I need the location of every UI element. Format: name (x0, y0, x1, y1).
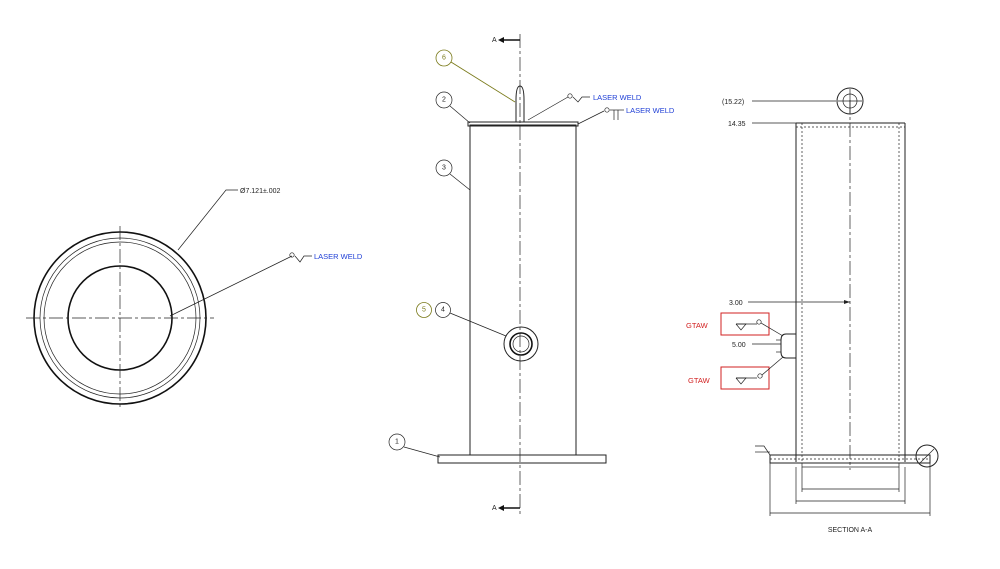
gtaw-weld-symbol-1 (735, 323, 747, 331)
balloon-2-leader (449, 105, 471, 124)
balloon-2 (435, 91, 453, 109)
gtaw-label-2: GTAW (688, 376, 711, 385)
gtaw-leader-1 (760, 322, 784, 337)
dim-arrow-300 (844, 300, 850, 304)
weld-label-top-view: LASER WELD (314, 252, 363, 261)
balloon-4-leader (449, 312, 507, 337)
dim-second: 14.35 (728, 121, 746, 128)
top-ring-outer (836, 87, 864, 115)
laser-weld-leader-right (577, 110, 605, 125)
balloon-3 (435, 159, 453, 177)
balloon-4 (435, 302, 451, 318)
fillet-weld-symbol-top (572, 96, 590, 103)
section-arrowhead-top (498, 37, 504, 43)
top-view: Ø7.121±.002 LASER WELD (26, 188, 363, 410)
laser-weld-label-top: LASER WELD (593, 93, 642, 102)
gtaw-leader-2 (761, 356, 784, 376)
base-detail-circle (915, 444, 939, 468)
base-recess (801, 462, 900, 468)
laser-weld-label-right: LASER WELD (626, 106, 675, 115)
fillet-weld-symbol (294, 255, 312, 263)
dim-500: 5.00 (732, 342, 746, 349)
gtaw-weld-symbol-2 (735, 377, 747, 385)
weld-all-around-symbol (289, 252, 295, 258)
base-plate (437, 454, 607, 464)
section-title: SECTION A-A (828, 527, 873, 534)
gtaw-label-1: GTAW (686, 321, 709, 330)
balloon-4-label: 4 (441, 307, 445, 314)
side-port-inner (509, 332, 533, 356)
laser-weld-leader-top (527, 96, 569, 121)
section-mark-top: A (492, 37, 497, 44)
balloon-1-leader (403, 446, 441, 458)
diameter-leader (177, 189, 238, 251)
dim-top: (15.22) (722, 99, 744, 106)
side-port-outer (503, 326, 539, 362)
balloon-3-label: 3 (442, 165, 446, 172)
balloon-6 (435, 49, 453, 67)
front-view: A A 6 2 3 5 4 1 (388, 34, 675, 514)
weld-all-around-symbol-right (604, 107, 610, 113)
balloon-1 (388, 433, 406, 451)
balloon-5 (416, 302, 432, 318)
top-stem (515, 85, 525, 122)
balloon-3-leader (449, 173, 471, 191)
section-mark-bottom: A (492, 505, 497, 512)
weld-leader (169, 255, 293, 317)
balloon-2-label: 2 (442, 97, 446, 104)
balloon-1-label: 1 (395, 439, 399, 446)
weld-all-around-symbol-top (567, 93, 573, 99)
dim-300: 3.00 (729, 300, 743, 307)
side-port-bore (512, 335, 530, 353)
base-left-detail (755, 445, 771, 456)
diameter-callout: Ø7.121±.002 (240, 188, 281, 195)
section-view: (15.22) 14.35 3.00 5.00 GTAW GTAW (686, 87, 939, 534)
section-arrowhead-bottom (498, 505, 504, 511)
base-detail-slash (919, 448, 935, 464)
balloon-5-label: 5 (422, 307, 426, 314)
tube-body (469, 124, 577, 456)
gtaw-box-2 (720, 366, 770, 390)
balloon-6-leader (450, 61, 516, 103)
gtaw-all-around-2 (757, 373, 763, 379)
gtaw-box-1 (720, 312, 770, 336)
side-port-section (780, 333, 796, 359)
balloon-6-label: 6 (442, 55, 446, 62)
gtaw-all-around-1 (756, 319, 762, 325)
